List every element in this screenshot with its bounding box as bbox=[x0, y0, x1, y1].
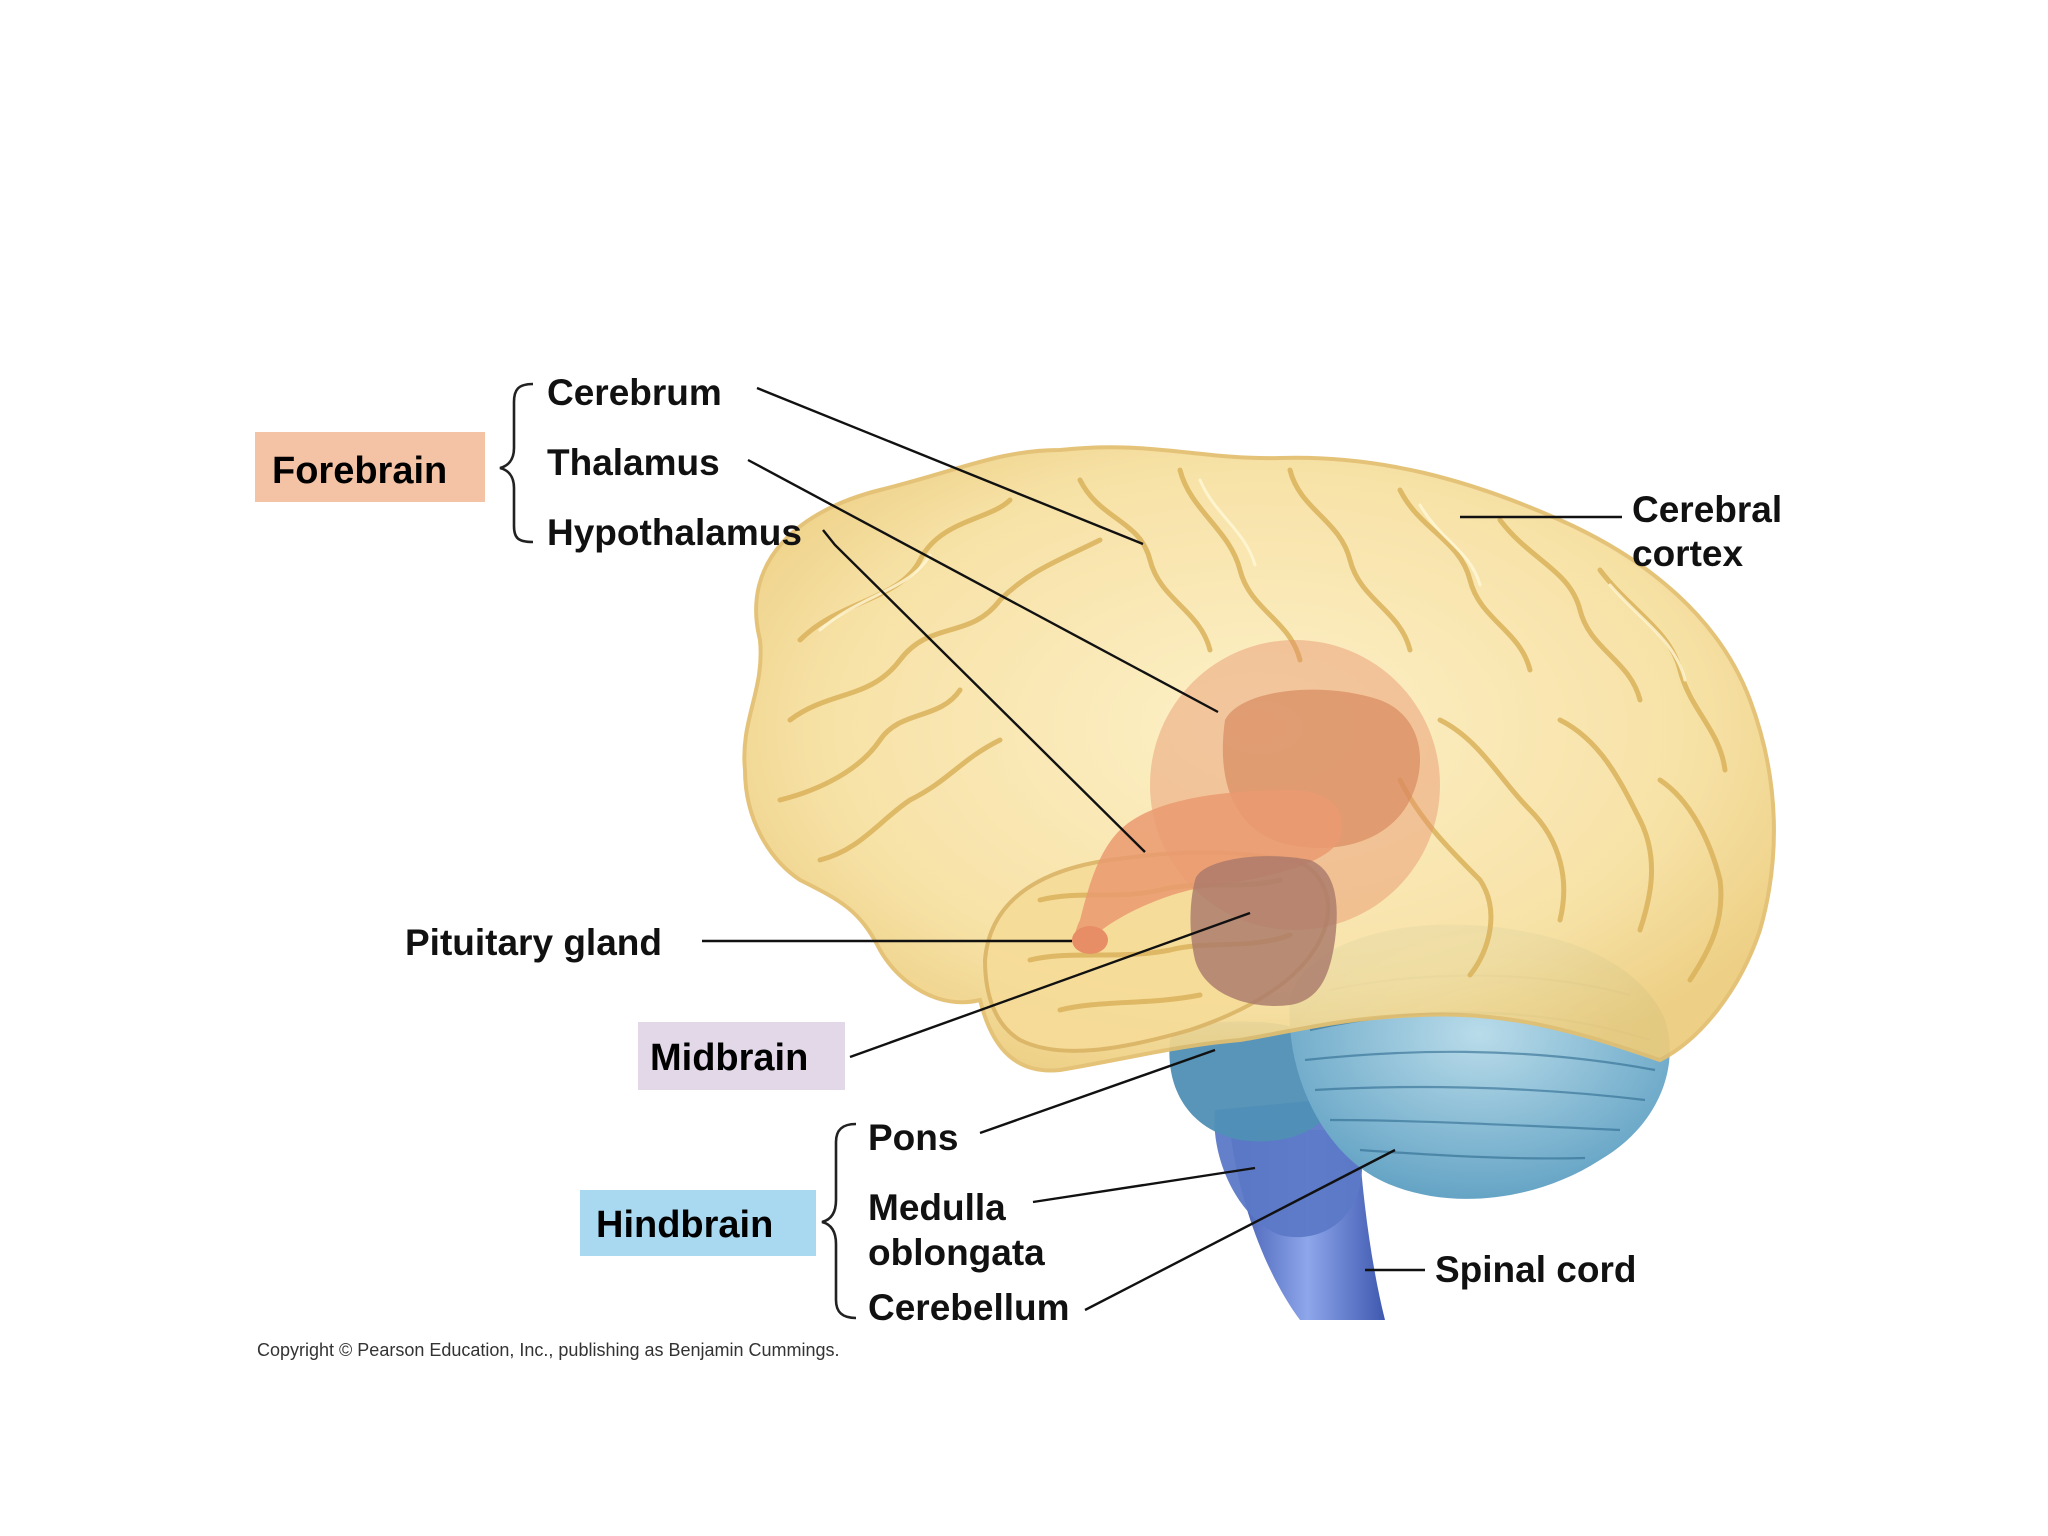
cerebellum-leader bbox=[1084, 1148, 1396, 1312]
midbrain-label: Midbrain bbox=[650, 1037, 808, 1079]
forebrain-box: Forebrain bbox=[255, 432, 485, 502]
midbrain-box: Midbrain bbox=[638, 1022, 845, 1090]
midbrain-leader bbox=[849, 911, 1251, 1059]
cerebrum-label: Cerebrum bbox=[547, 372, 722, 413]
hindbrain-box: Hindbrain bbox=[580, 1190, 816, 1256]
copyright-text: Copyright © Pearson Education, Inc., pub… bbox=[257, 1340, 840, 1360]
hypothalamus-label: Hypothalamus bbox=[547, 512, 802, 553]
medulla-leader bbox=[1032, 1166, 1256, 1204]
pituitary-gland-shape bbox=[1072, 926, 1108, 954]
pons-leader bbox=[979, 1048, 1216, 1135]
medulla-label-line1: Medulla bbox=[868, 1187, 1006, 1228]
brain-illustration bbox=[742, 445, 1776, 1320]
midbrain-shape bbox=[1190, 856, 1337, 1006]
hypothalamus-leader bbox=[822, 529, 1146, 853]
pons-label: Pons bbox=[868, 1117, 958, 1158]
forebrain-brace bbox=[499, 382, 534, 544]
forebrain-label: Forebrain bbox=[272, 450, 447, 492]
cerebral-cortex-label-line2: cortex bbox=[1632, 533, 1743, 574]
cerebellum-label: Cerebellum bbox=[868, 1287, 1070, 1328]
cerebral-cortex-label-line1: Cerebral bbox=[1632, 489, 1782, 530]
hindbrain-brace bbox=[821, 1122, 857, 1320]
hindbrain-label: Hindbrain bbox=[596, 1204, 773, 1246]
thalamus-leader bbox=[747, 458, 1219, 714]
medulla-label-line2: oblongata bbox=[868, 1232, 1045, 1273]
pituitary-gland-label: Pituitary gland bbox=[405, 922, 662, 963]
spinal-cord-label: Spinal cord bbox=[1435, 1249, 1636, 1290]
cerebrum-leader bbox=[756, 386, 1144, 546]
cerebral-gyri bbox=[777, 467, 1728, 1013]
thalamus-label: Thalamus bbox=[547, 442, 720, 483]
